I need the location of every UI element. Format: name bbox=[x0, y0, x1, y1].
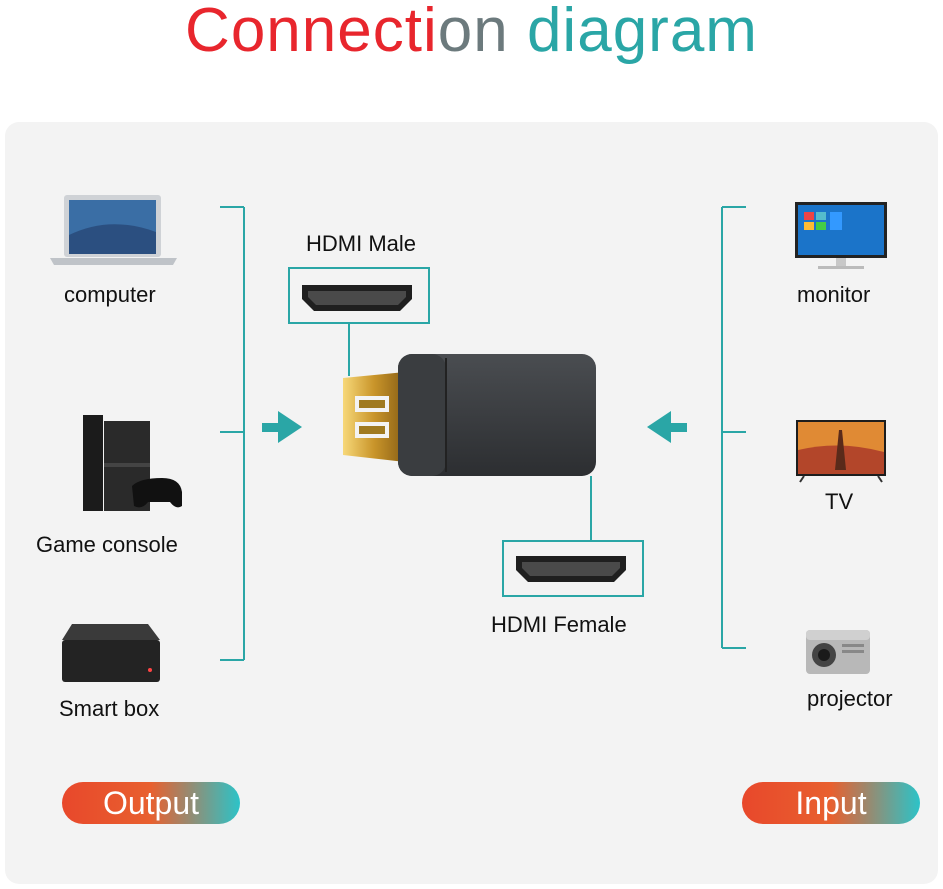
monitor-icon bbox=[795, 202, 887, 269]
title-part-teal: diagram bbox=[526, 0, 758, 65]
game-console-icon bbox=[83, 415, 182, 511]
hdmi-female-callout bbox=[502, 540, 644, 597]
arrow-right-icon bbox=[262, 411, 302, 443]
projector-icon bbox=[806, 630, 870, 674]
device-label-game-console: Game console bbox=[36, 532, 178, 557]
title-part-red: Connecti bbox=[185, 0, 438, 65]
diagram-title: Connection diagram bbox=[0, 0, 943, 62]
tv-icon bbox=[796, 420, 886, 483]
laptop-icon bbox=[50, 195, 177, 265]
hdmi-port-icon bbox=[302, 285, 412, 311]
title-part-gray: on bbox=[437, 0, 509, 65]
input-badge: Input bbox=[742, 782, 920, 824]
hdmi-port-icon bbox=[516, 556, 626, 582]
smart-box-icon bbox=[62, 624, 160, 682]
right-bracket bbox=[721, 206, 746, 649]
device-label-computer: computer bbox=[64, 282, 156, 307]
left-bracket bbox=[220, 206, 245, 661]
hdmi-adapter-icon bbox=[343, 354, 596, 476]
device-label-tv: TV bbox=[825, 489, 854, 514]
hdmi-male-callout bbox=[288, 267, 430, 324]
device-label-monitor: monitor bbox=[797, 282, 871, 307]
arrow-left-icon bbox=[647, 411, 687, 443]
device-label-projector: projector bbox=[807, 686, 893, 711]
hdmi-male-label: HDMI Male bbox=[306, 231, 417, 256]
output-badge: Output bbox=[62, 782, 240, 824]
hdmi-female-label: HDMI Female bbox=[491, 612, 627, 637]
device-label-smart-box: Smart box bbox=[59, 696, 160, 721]
